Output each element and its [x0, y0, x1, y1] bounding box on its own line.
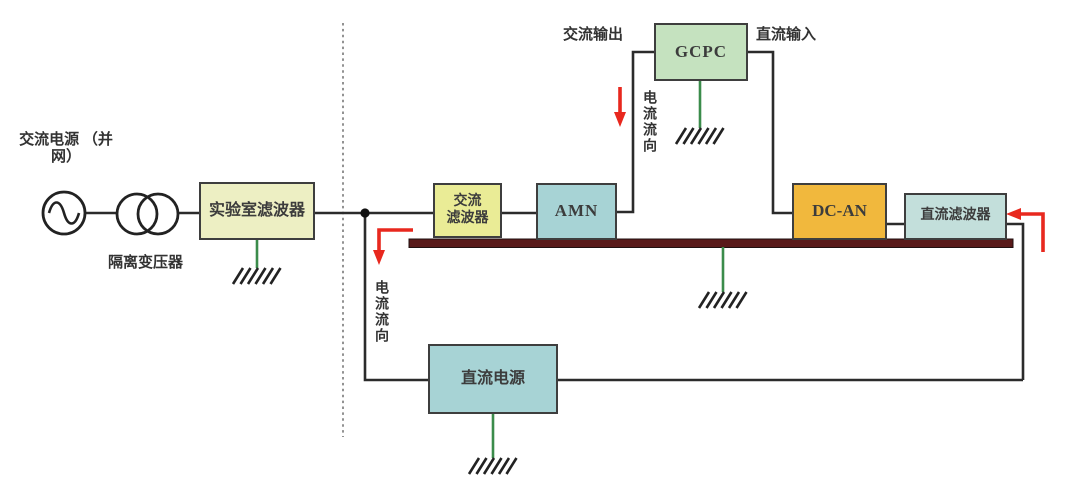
ground-stems: [255, 81, 725, 458]
ground-icon: [467, 456, 518, 476]
ground-icon: [674, 126, 725, 146]
current-arrow-dc-filter-icon: [1006, 208, 1045, 252]
current-flow-label-junction: 电流流向: [373, 280, 388, 344]
dc-source-label: 直流电源: [460, 370, 525, 388]
ac-source-label-line2: （并网）: [50, 132, 113, 166]
ac-filter-box: 交流 滤波器: [433, 183, 502, 238]
dc-an-box: DC-AN: [792, 183, 887, 240]
circuit-wires: [85, 50, 1025, 382]
ac-filter-label: 交流 滤波器: [447, 194, 489, 228]
current-flow-label-gcpc: 电流流向: [641, 90, 656, 154]
dc-filter-box: 直流滤波器: [904, 193, 1007, 240]
amn-label: AMN: [554, 201, 599, 221]
dc-filter-label: 直流滤波器: [920, 208, 991, 224]
dc-an-label: DC-AN: [812, 201, 867, 221]
ground-icon: [697, 290, 748, 310]
gcpc-box: GCPC: [654, 23, 748, 81]
ac-filter-label-line2: 滤波器: [446, 210, 489, 226]
junction-node-dot: [360, 208, 370, 218]
ac-filter-label-line1: 交流: [453, 193, 482, 209]
current-arrows: [373, 87, 1045, 265]
ac-output-label: 交流输出: [563, 27, 624, 43]
current-arrow-junction-icon: [373, 228, 413, 265]
ac-source-label: 交流电源 （并网）: [14, 132, 118, 167]
ground-icon: [231, 266, 282, 286]
transformer-label: 隔离变压器: [108, 255, 184, 271]
current-arrow-gcpc-icon: [614, 87, 626, 127]
dc-input-label: 直流输入: [756, 27, 817, 43]
ground-reference-plane-bar: [408, 238, 1014, 248]
amn-box: AMN: [536, 183, 617, 240]
lab-filter-box: 实验室滤波器: [199, 182, 315, 240]
gcpc-label: GCPC: [674, 41, 728, 61]
lab-filter-label: 实验室滤波器: [208, 202, 305, 220]
ac-source-label-line1: 交流电源: [19, 132, 80, 148]
dc-source-box: 直流电源: [428, 344, 558, 414]
ac-source-icon: [41, 190, 87, 236]
isolation-transformer-icon: [115, 192, 180, 236]
